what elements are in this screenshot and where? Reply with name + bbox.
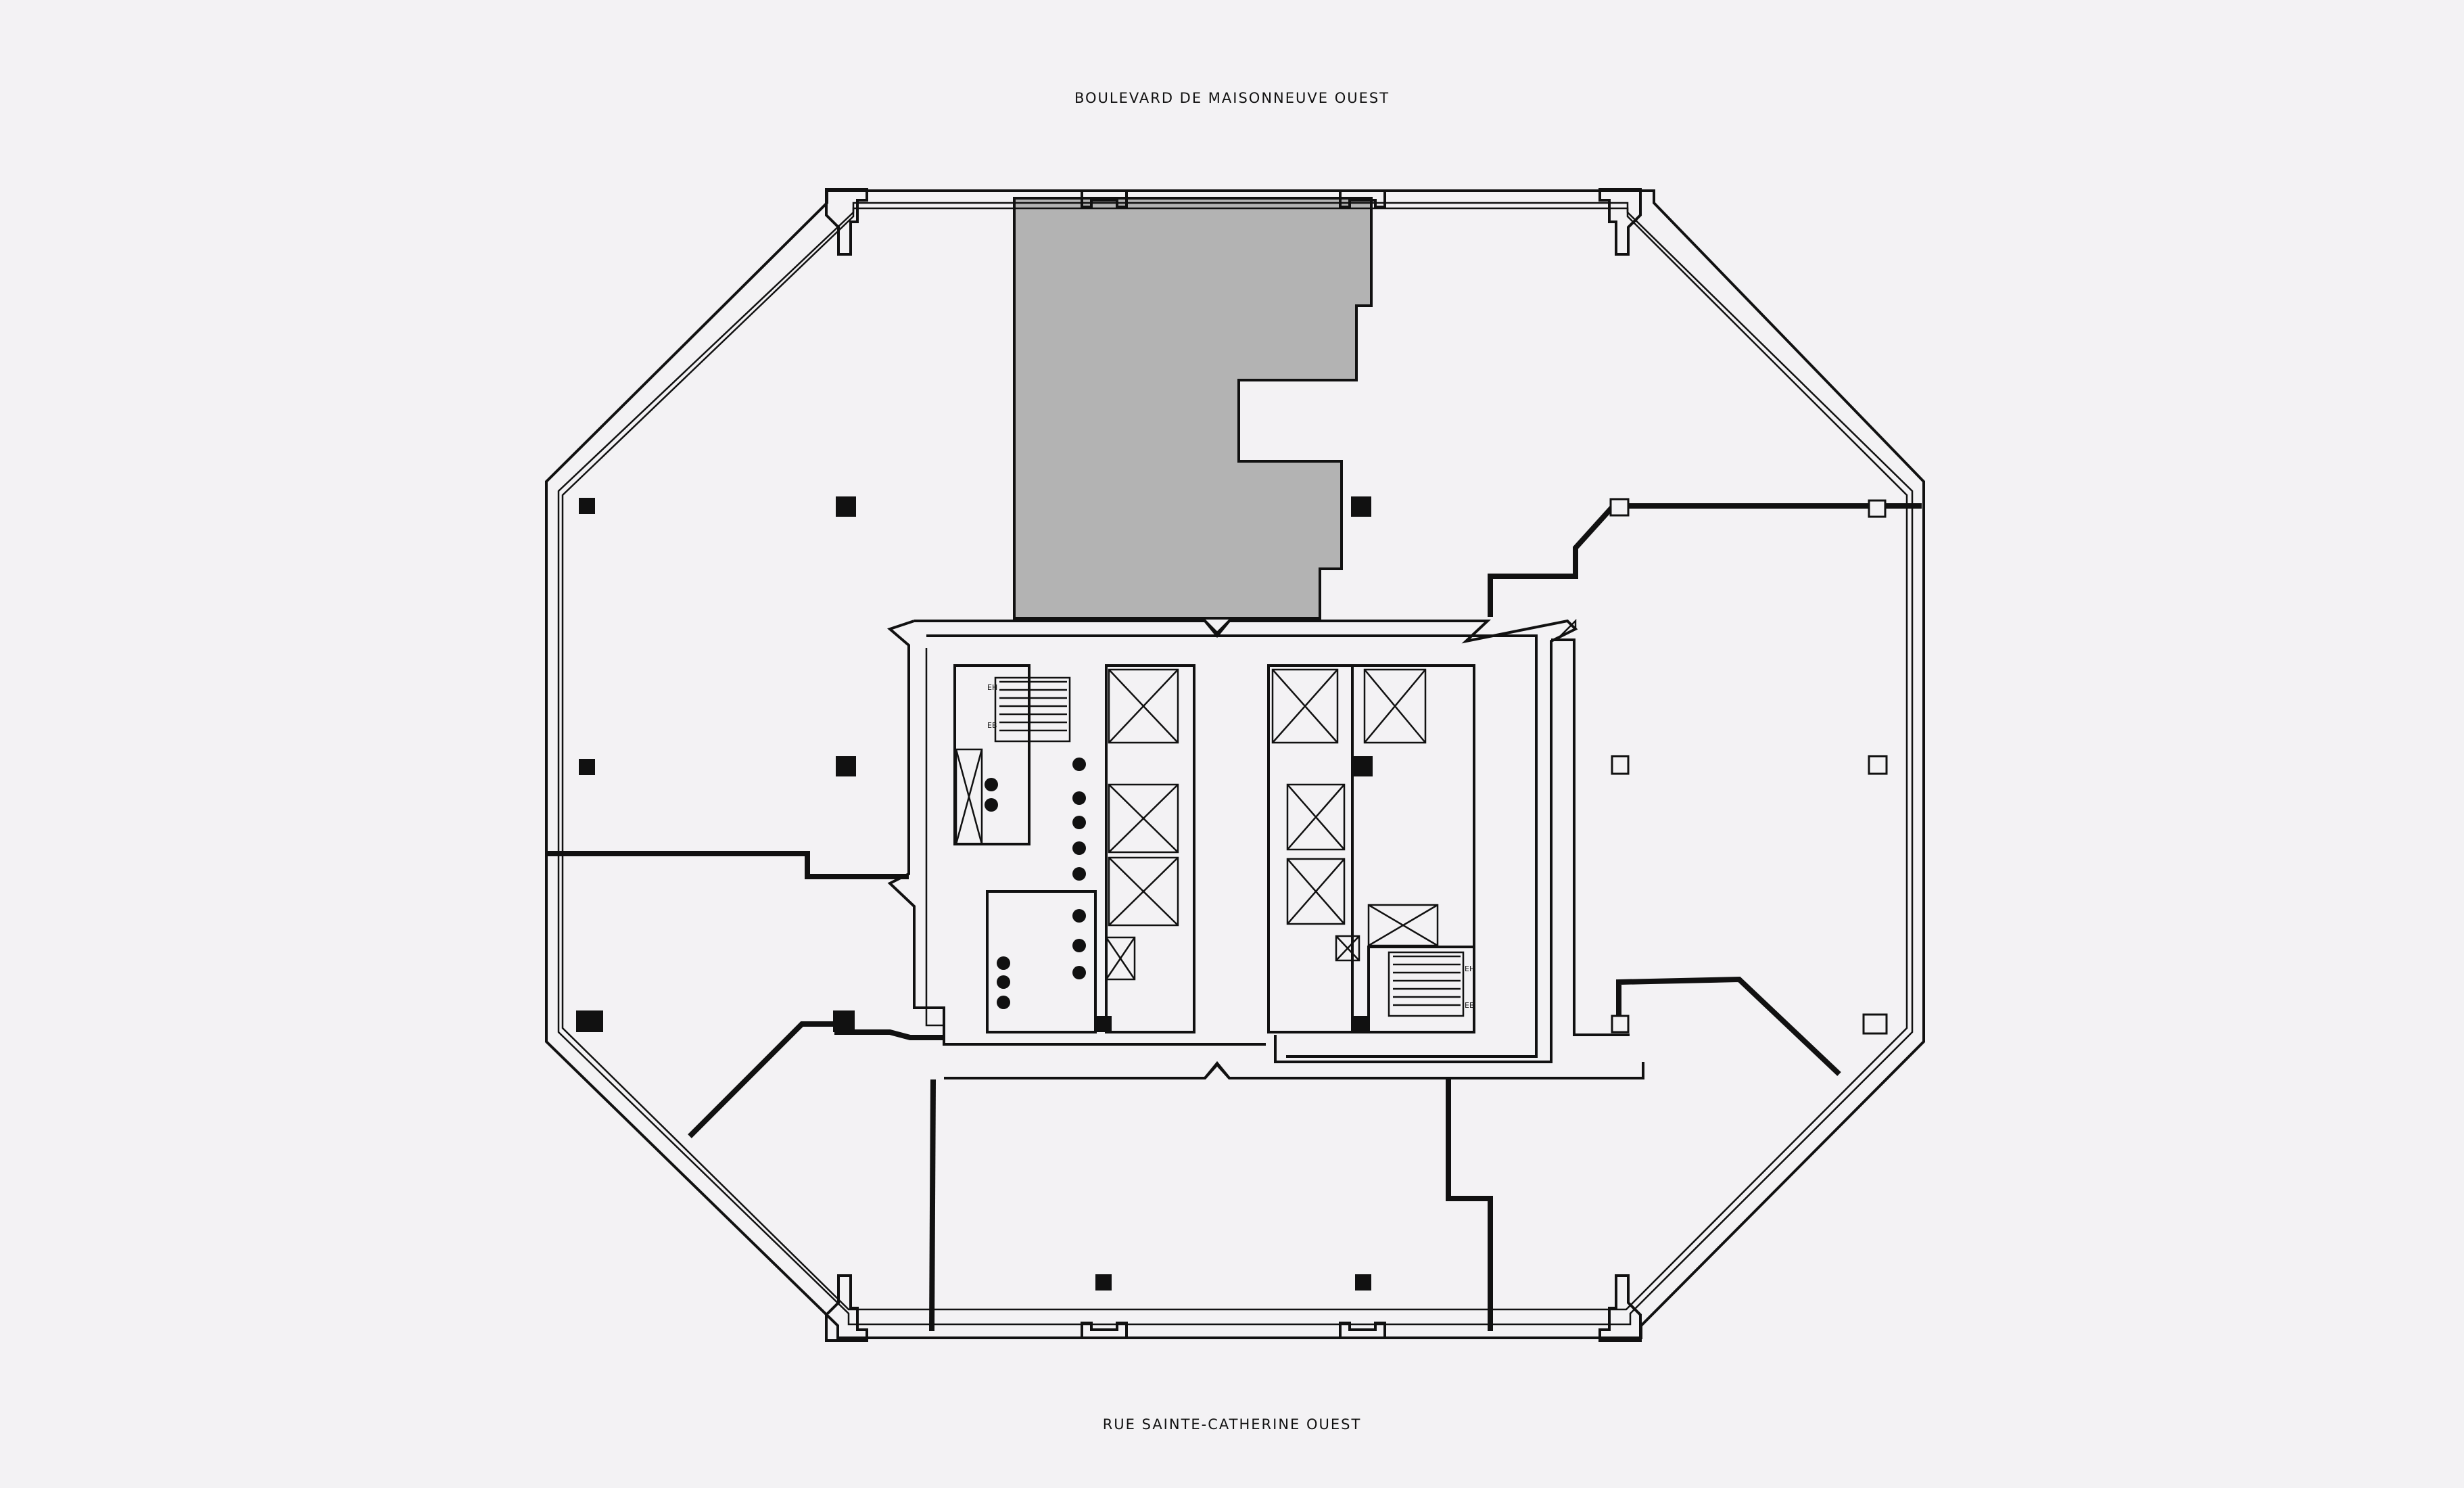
corridor-doors bbox=[1204, 620, 1231, 1079]
street-label-south: RUE SAINTE-CATHERINE OUEST bbox=[1102, 1416, 1362, 1433]
building-core bbox=[887, 619, 1644, 1079]
stair-right: EH EB bbox=[1388, 951, 1475, 1017]
highlighted-suite[interactable] bbox=[1013, 197, 1373, 620]
stair-left-down-label: EB bbox=[987, 721, 997, 730]
elevator-cars bbox=[955, 668, 1439, 981]
washroom-fixtures bbox=[985, 758, 1086, 1009]
street-label-north: BOULEVARD DE MAISONNEUVE OUEST bbox=[1074, 90, 1390, 106]
stair-left: EH EB bbox=[987, 676, 1071, 743]
stair-right-down-label: EB bbox=[1465, 1001, 1475, 1010]
stair-left-up-label: EH bbox=[987, 683, 997, 692]
structural-columns bbox=[576, 496, 1888, 1291]
stair-right-up-label: EH bbox=[1465, 964, 1475, 973]
partition-walls bbox=[546, 503, 1922, 1332]
corner-piers bbox=[825, 188, 1642, 1342]
